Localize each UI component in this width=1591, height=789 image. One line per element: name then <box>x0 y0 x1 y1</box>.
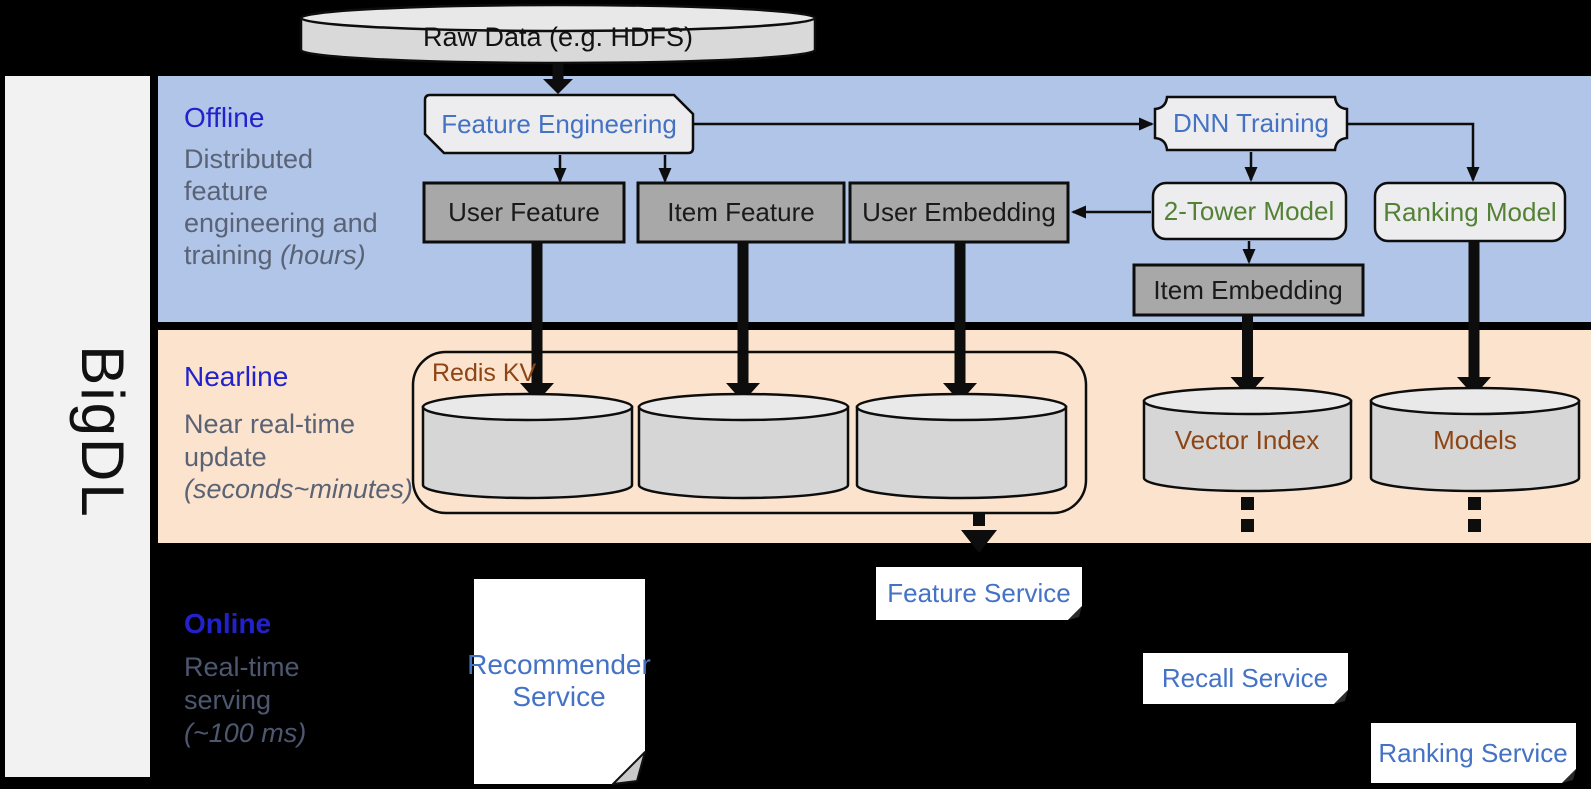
arrow-user-embedding-to-redis <box>943 242 977 402</box>
card-shape <box>1371 723 1576 783</box>
online-desc-line2: serving <box>184 685 271 715</box>
dash-segment <box>973 514 985 526</box>
nearline-desc-line3: (seconds~minutes) <box>184 474 413 504</box>
feature-engineering-label: Feature Engineering <box>441 109 677 139</box>
feature-service-card: Feature Service <box>876 567 1082 620</box>
models-label: Models <box>1433 425 1517 455</box>
item-embedding-label: Item Embedding <box>1153 275 1342 305</box>
redis-cylinder-1 <box>421 392 634 500</box>
user-embedding-label: User Embedding <box>862 197 1056 227</box>
user-embedding-node <box>848 181 1070 244</box>
redis-kv-container <box>411 350 1088 515</box>
dnn-training-label: DNN Training <box>1173 108 1329 138</box>
cylinder-top <box>421 392 634 422</box>
dashed-arrow-vector-index-to-recall-service <box>1241 497 1254 532</box>
cylinder-top <box>855 392 1068 422</box>
document-shape <box>474 579 645 784</box>
offline-desc-line3: engineering and <box>184 208 378 238</box>
dash-segment <box>1241 497 1254 510</box>
models-cylinder: Models <box>1369 386 1581 493</box>
cylinder-top <box>1369 386 1581 416</box>
redis-cylinder-2 <box>637 392 850 500</box>
user-feature-node <box>422 181 626 244</box>
arrowhead <box>961 530 997 553</box>
dashed-arrow-models-to-ranking-service <box>1468 497 1481 532</box>
recall-service-label: Recall Service <box>1162 663 1328 693</box>
ranking-model-node <box>1373 181 1567 243</box>
recall-service-card: Recall Service <box>1143 653 1348 704</box>
recommender-service-label-line1: Recommender <box>467 649 651 680</box>
recommender-service-label-line2: Service <box>512 681 605 712</box>
redis-cylinder-3 <box>855 392 1068 500</box>
cylinder-body <box>637 405 850 500</box>
user-feature-label: User Feature <box>448 197 600 227</box>
online-section-text: Online Real-time serving (~100 ms) <box>184 608 306 748</box>
folded-corner-icon <box>1068 606 1082 620</box>
bigdl-logo-text: BigDL <box>69 345 136 518</box>
nearline-section-text: Nearline Near real-time update (seconds~… <box>184 361 413 504</box>
ranking-service-card: Ranking Service <box>1371 723 1576 783</box>
arrow-dnn-training-to-ranking-model <box>1347 122 1480 182</box>
nearline-desc-line2: update <box>184 442 267 472</box>
dashed-arrow-redis-to-feature-service <box>961 514 997 553</box>
item-embedding-node <box>1132 263 1365 317</box>
cylinder-body <box>421 405 634 500</box>
vector-index-label: Vector Index <box>1175 425 1320 455</box>
offline-desc-line2: feature <box>184 176 268 206</box>
dash-segment <box>1468 519 1481 532</box>
feature-engineering-node <box>423 93 695 155</box>
arrow-ranking-model-to-models <box>1457 241 1491 396</box>
arrow-raw-data-to-feature-engineering <box>543 64 573 94</box>
raw-data-cylinder: Raw Data (e.g. HDFS) <box>299 3 817 65</box>
vector-index-cylinder: Vector Index <box>1142 386 1353 493</box>
two-tower-model-label: 2-Tower Model <box>1164 196 1335 226</box>
cylinder-top <box>299 3 817 33</box>
cylinder-body <box>1142 399 1353 493</box>
nearline-desc-line1: Near real-time <box>184 409 355 439</box>
raw-data-label: Raw Data (e.g. HDFS) <box>423 22 693 52</box>
folded-corner-icon <box>1334 690 1348 704</box>
arrow-user-feature-to-redis <box>520 242 554 402</box>
two-tower-model-node <box>1151 181 1348 241</box>
offline-desc-line4: training (hours) <box>184 240 366 270</box>
item-feature-label: Item Feature <box>667 197 814 227</box>
card-shape <box>1143 653 1348 704</box>
recommender-service-doc: Recommender Service <box>467 579 651 785</box>
offline-section-text: Offline Distributed feature engineering … <box>184 102 378 270</box>
cylinder-top <box>1142 386 1353 416</box>
offline-desc-line1: Distributed <box>184 144 313 174</box>
offline-title: Offline <box>184 102 264 133</box>
arrow-item-feature-to-redis <box>726 242 760 402</box>
item-feature-node <box>636 181 846 244</box>
online-title: Online <box>184 608 271 639</box>
ranking-service-label: Ranking Service <box>1378 738 1567 768</box>
card-shape <box>876 567 1082 620</box>
redis-kv-label: Redis KV <box>432 359 537 387</box>
folded-corner-icon <box>612 751 646 785</box>
cylinder-top <box>637 392 850 422</box>
online-desc-line3: (~100 ms) <box>184 718 306 748</box>
dnn-training-node <box>1153 95 1349 152</box>
dash-segment <box>1468 497 1481 510</box>
online-desc-line1: Real-time <box>184 652 300 682</box>
ranking-model-label: Ranking Model <box>1383 197 1556 227</box>
arrow-item-embedding-to-vector-index <box>1230 315 1265 396</box>
bigdl-sidebar <box>5 76 150 777</box>
folded-corner-icon <box>1562 769 1576 783</box>
cylinder-body <box>1369 399 1581 493</box>
nearline-title: Nearline <box>184 361 288 392</box>
feature-service-label: Feature Service <box>887 578 1071 608</box>
cylinder-body <box>855 405 1068 500</box>
dash-segment <box>1241 519 1254 532</box>
